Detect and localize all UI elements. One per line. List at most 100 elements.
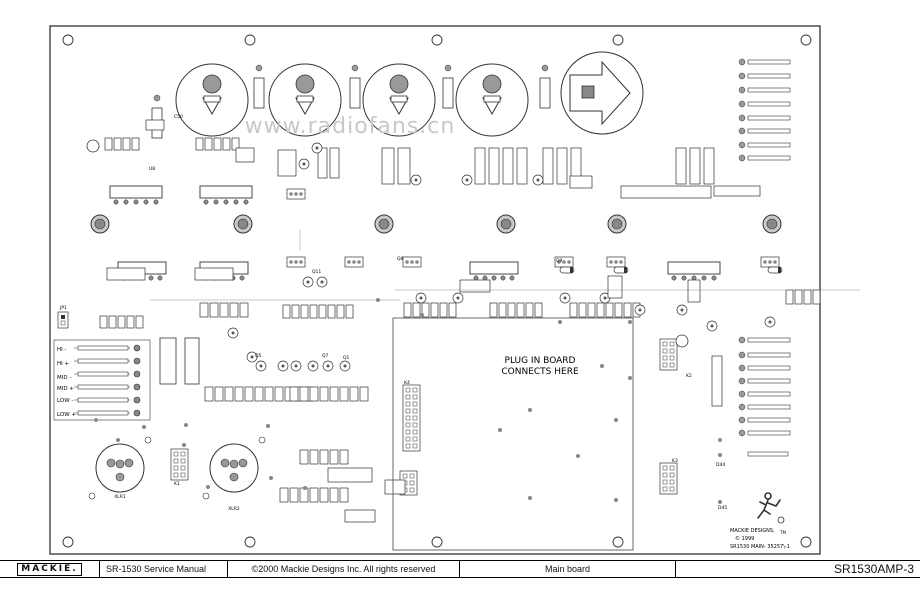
connector-pin bbox=[747, 337, 791, 343]
vertical-ic bbox=[711, 355, 723, 407]
mackie-running-man-logo bbox=[757, 492, 785, 524]
resistor bbox=[199, 302, 209, 318]
resistor bbox=[534, 302, 543, 318]
header-pin bbox=[180, 472, 186, 478]
resistor bbox=[131, 137, 140, 151]
capacitor-lead bbox=[320, 280, 324, 284]
resistor bbox=[224, 386, 234, 402]
via-pad bbox=[266, 424, 270, 428]
header-pin bbox=[669, 486, 675, 492]
header-pin bbox=[173, 465, 179, 471]
mackie-designs-label: MACKIE DESIGNS, bbox=[730, 528, 775, 534]
header-pin bbox=[173, 451, 179, 457]
pin-pad bbox=[557, 260, 561, 264]
output-label-3: MID + bbox=[57, 386, 74, 392]
connector-label-xlr2: XLR2 bbox=[228, 506, 240, 512]
power-resistor bbox=[516, 147, 528, 185]
ic-package bbox=[384, 479, 406, 495]
via-pad bbox=[142, 425, 146, 429]
power-resistor bbox=[502, 147, 514, 185]
header-pin bbox=[669, 355, 675, 361]
pin-pad bbox=[509, 275, 515, 281]
connector-label-xlr1: XLR1 bbox=[114, 494, 126, 500]
pad bbox=[153, 94, 161, 102]
xlr-pin bbox=[229, 472, 239, 482]
resistor bbox=[605, 302, 614, 318]
mounting-hole bbox=[62, 34, 74, 46]
header-pin bbox=[662, 362, 668, 368]
capacitor-lead bbox=[536, 178, 540, 182]
connector-pin bbox=[747, 87, 791, 93]
via-pad bbox=[182, 443, 186, 447]
pin-pad bbox=[681, 275, 687, 281]
resistor bbox=[309, 304, 318, 319]
header-pin bbox=[180, 465, 186, 471]
power-resistor bbox=[317, 147, 328, 179]
connector-label-jp1: JP1 bbox=[59, 305, 67, 311]
connector-pin bbox=[747, 378, 791, 384]
header-pin bbox=[662, 355, 668, 361]
header-pin bbox=[412, 443, 418, 449]
diode-band bbox=[570, 267, 573, 273]
resistor bbox=[329, 386, 339, 402]
header-pin bbox=[669, 479, 675, 485]
jumper-pin bbox=[61, 315, 65, 319]
capacitor-lead bbox=[302, 162, 306, 166]
connector-pin bbox=[747, 404, 791, 410]
pin-pad bbox=[203, 199, 209, 205]
via-pad bbox=[498, 428, 502, 432]
connector-pin bbox=[747, 155, 791, 161]
header-pin bbox=[662, 465, 668, 471]
footer-board-name: Main board bbox=[460, 561, 676, 577]
large-resistor bbox=[159, 337, 177, 385]
connector-label-q5: Q5 bbox=[255, 353, 262, 359]
resistor bbox=[623, 302, 632, 318]
output-terminal-pad bbox=[133, 409, 141, 417]
resistor bbox=[234, 386, 244, 402]
resistor bbox=[135, 315, 144, 329]
capacitor-lead bbox=[710, 324, 714, 328]
footer-manual-title: SR-1530 Service Manual bbox=[100, 561, 228, 577]
output-terminal-bar bbox=[77, 410, 129, 416]
resistor bbox=[319, 487, 329, 503]
connector-pin bbox=[747, 430, 791, 436]
connector-label-d44: D44 bbox=[716, 462, 725, 468]
header-pin bbox=[409, 487, 415, 493]
header-pin bbox=[180, 451, 186, 457]
header-pin bbox=[405, 408, 411, 414]
ic-package bbox=[569, 175, 593, 189]
resistor bbox=[403, 302, 412, 318]
resistor bbox=[239, 302, 249, 318]
capacitor-lead bbox=[419, 296, 423, 300]
header-pin bbox=[412, 415, 418, 421]
power-resistor bbox=[689, 147, 701, 185]
header-pin bbox=[412, 401, 418, 407]
footer-page-code: SR1530AMP-3 bbox=[833, 562, 914, 576]
pin-pad bbox=[352, 260, 356, 264]
connector-pad bbox=[738, 127, 746, 135]
xlr-mount bbox=[258, 436, 266, 444]
xlr-pin bbox=[106, 458, 116, 468]
resistor bbox=[209, 302, 219, 318]
footer-copyright: ©2000 Mackie Designs Inc. All rights res… bbox=[228, 561, 460, 577]
connector-pad bbox=[738, 403, 746, 411]
connector-label-q9: Q9 bbox=[556, 258, 563, 264]
via-pad bbox=[628, 376, 632, 380]
ic-package bbox=[620, 185, 712, 199]
resistor bbox=[339, 386, 349, 402]
capacitor-lead bbox=[311, 364, 315, 368]
resistor bbox=[489, 302, 498, 318]
resistor bbox=[516, 302, 525, 318]
resistor bbox=[214, 386, 224, 402]
header-pin bbox=[669, 341, 675, 347]
header-pin bbox=[409, 473, 415, 479]
pad bbox=[444, 64, 452, 72]
pad bbox=[351, 64, 359, 72]
heatsink-hole bbox=[237, 218, 249, 230]
xlr-mount bbox=[88, 492, 96, 500]
resistor bbox=[339, 487, 349, 503]
mounting-hole bbox=[800, 34, 812, 46]
power-resistor bbox=[397, 147, 411, 185]
capacitor-lead bbox=[281, 364, 285, 368]
capacitor-terminal bbox=[581, 85, 595, 99]
